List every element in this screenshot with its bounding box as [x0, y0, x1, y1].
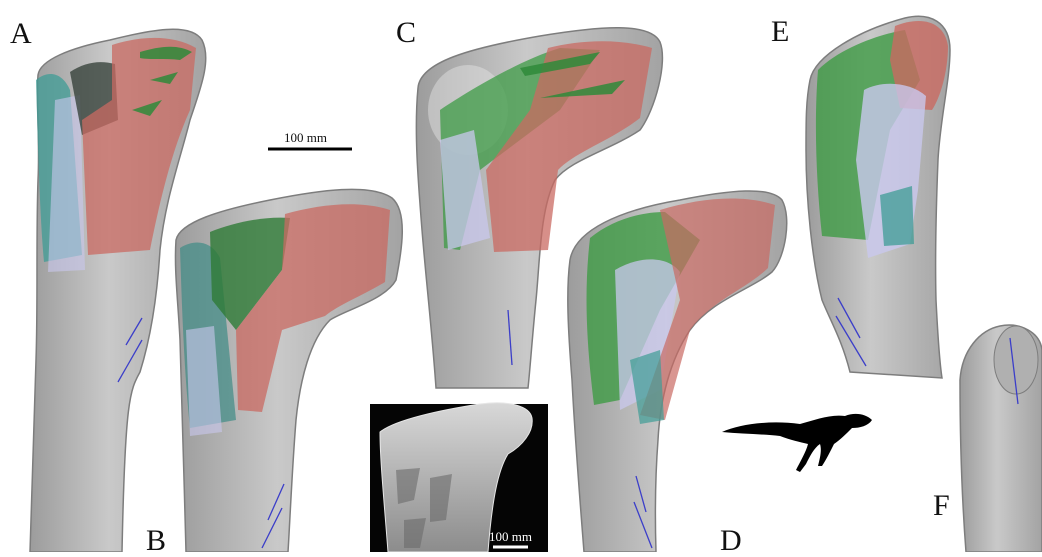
main-scale-label: 100 mm — [284, 131, 327, 144]
panel-e-illustration — [806, 16, 950, 378]
theropod-silhouette — [722, 414, 872, 472]
panel-label-a: A — [10, 19, 32, 49]
panel-label-c: C — [396, 18, 416, 48]
panel-label-f: F — [933, 491, 950, 521]
panel-label-e: E — [771, 17, 789, 47]
panel-d-illustration — [568, 191, 787, 552]
panel-f-illustration — [960, 325, 1042, 552]
inset-scale-label: 100 mm — [489, 530, 532, 543]
panel-e-muscle-teal — [880, 186, 914, 246]
panel-b-illustration — [175, 189, 402, 552]
